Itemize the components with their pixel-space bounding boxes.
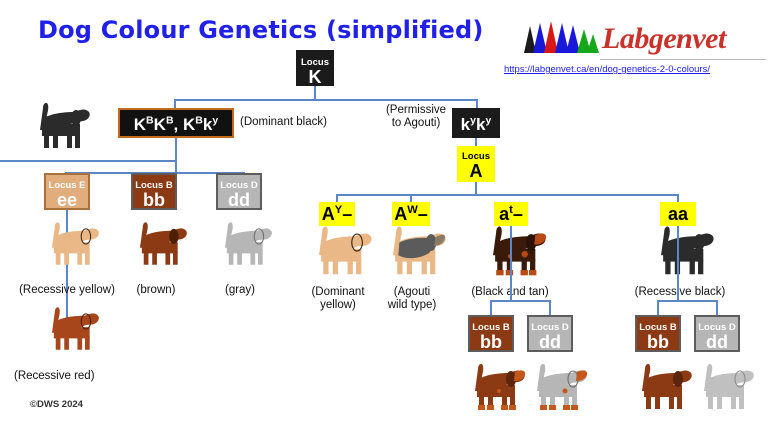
at-locus-b-genotype: bb	[480, 332, 502, 352]
locus-k-genotype: K	[308, 67, 322, 87]
phenotype-agouti-wild-type: (Agouti wild type)	[387, 286, 437, 311]
at-locus-b-caption: Locus B	[472, 322, 510, 333]
node-locus-a[interactable]: Locus A	[457, 146, 495, 182]
locus-e-caption: Locus E	[48, 180, 86, 191]
node-genotype-ay[interactable]: AY–	[319, 202, 355, 226]
aa-locus-d-caption: Locus D	[698, 322, 736, 333]
connector	[490, 300, 492, 316]
logo-underline	[600, 59, 766, 60]
genotype-aa-label: aa	[667, 204, 689, 224]
at-locus-d-caption: Locus D	[531, 322, 569, 333]
genotype-kb-label: KBKB, KBky	[133, 114, 219, 134]
node-at-locus-b[interactable]: Locus B bb	[468, 315, 514, 352]
aa-locus-b-caption: Locus B	[639, 322, 677, 333]
dog-silhouette-gray-icon	[704, 363, 754, 409]
connector	[475, 138, 477, 146]
at-locus-d-genotype: dd	[539, 332, 561, 352]
note-dominant-black: (Dominant black)	[240, 116, 327, 128]
connector	[657, 300, 717, 302]
copyright-notice: ©DWS 2024	[30, 399, 83, 410]
connector	[0, 160, 176, 162]
connector	[475, 182, 477, 196]
page-title: Dog Colour Genetics (simplified)	[38, 16, 484, 44]
connector	[476, 99, 478, 111]
connector	[490, 300, 550, 302]
connector	[716, 300, 718, 316]
locus-b-caption: Locus B	[135, 180, 173, 191]
connector	[66, 210, 68, 320]
locus-a-genotype: A	[469, 161, 483, 181]
connector	[510, 226, 512, 301]
phenotype-brown: (brown)	[136, 284, 176, 296]
node-at-locus-d[interactable]: Locus D dd	[527, 315, 573, 352]
labgenvet-logo: Labgenvet https://labgenvet.ca/en/dog-ge…	[504, 18, 768, 80]
locus-k-caption: Locus	[301, 57, 329, 68]
note-permissive-agouti: (Permissive to Agouti)	[385, 104, 447, 129]
phenotype-recessive-yellow: (Recessive yellow)	[19, 284, 115, 296]
node-locus-d-left[interactable]: Locus D dd	[216, 173, 262, 210]
logo-wordmark: Labgenvet	[602, 22, 726, 55]
genotype-ay-label: AY–	[321, 204, 353, 224]
genotype-at-label: at–	[499, 204, 523, 224]
node-genotype-kb[interactable]: KBKB, KBky	[118, 108, 234, 138]
dog-silhouette-gray-icon	[224, 222, 272, 265]
locus-b-genotype: bb	[143, 190, 165, 210]
dog-silhouette-black-and-tan-icon	[493, 226, 547, 276]
connector	[314, 86, 316, 100]
locus-e-genotype: ee	[56, 190, 78, 210]
dog-silhouette-yellow-icon	[51, 222, 99, 265]
genotype-kyky-label: kyky	[460, 114, 492, 134]
chromatogram-icon	[524, 21, 599, 53]
phenotype-recessive-red: (Recessive red)	[14, 370, 95, 382]
connector	[336, 194, 338, 204]
dog-silhouette-yellow-icon	[319, 226, 372, 275]
node-locus-b-left[interactable]: Locus B bb	[131, 173, 177, 210]
dog-silhouette-brown-icon	[139, 222, 187, 265]
aa-locus-b-genotype: bb	[647, 332, 669, 352]
phenotype-dominant-yellow: (Dominant yellow)	[311, 286, 365, 311]
connector	[336, 194, 679, 196]
genotype-aw-label: AW–	[394, 204, 428, 224]
connector	[549, 300, 551, 316]
dog-silhouette-brown-icon	[642, 363, 692, 409]
connector	[175, 138, 177, 174]
dog-silhouette-agouti-saddle-icon	[393, 226, 446, 275]
node-genotype-kyky[interactable]: kyky	[452, 108, 500, 138]
connector	[174, 99, 478, 101]
locus-a-caption: Locus	[462, 151, 490, 162]
node-locus-k[interactable]: Locus K	[296, 50, 334, 87]
phenotype-recessive-black: (Recessive black)	[634, 286, 726, 298]
locus-d-caption: Locus D	[220, 180, 258, 191]
connector	[410, 194, 412, 204]
node-aa-locus-b[interactable]: Locus B bb	[635, 315, 681, 352]
connector	[174, 99, 176, 111]
phenotype-gray: (gray)	[224, 284, 256, 296]
dog-silhouette-black-icon	[661, 226, 714, 275]
aa-locus-d-genotype: dd	[706, 332, 728, 352]
connector	[677, 194, 679, 204]
locus-d-genotype: dd	[228, 190, 250, 210]
node-locus-e[interactable]: Locus E ee	[44, 173, 90, 210]
dog-silhouette-brown-and-tan-icon	[475, 363, 526, 410]
logo-url-link[interactable]: https://labgenvet.ca/en/dog-genetics-2-0…	[504, 64, 710, 75]
node-aa-locus-d[interactable]: Locus D dd	[694, 315, 740, 352]
node-genotype-aa[interactable]: aa	[660, 202, 696, 226]
connector	[657, 300, 659, 316]
dog-silhouette-gray-and-tan-icon	[537, 363, 588, 410]
node-genotype-aw[interactable]: AW–	[392, 202, 430, 226]
node-genotype-at[interactable]: at–	[494, 202, 528, 226]
connector	[677, 226, 679, 301]
dog-silhouette-black-icon	[40, 102, 90, 148]
dog-silhouette-red-icon	[51, 307, 99, 350]
